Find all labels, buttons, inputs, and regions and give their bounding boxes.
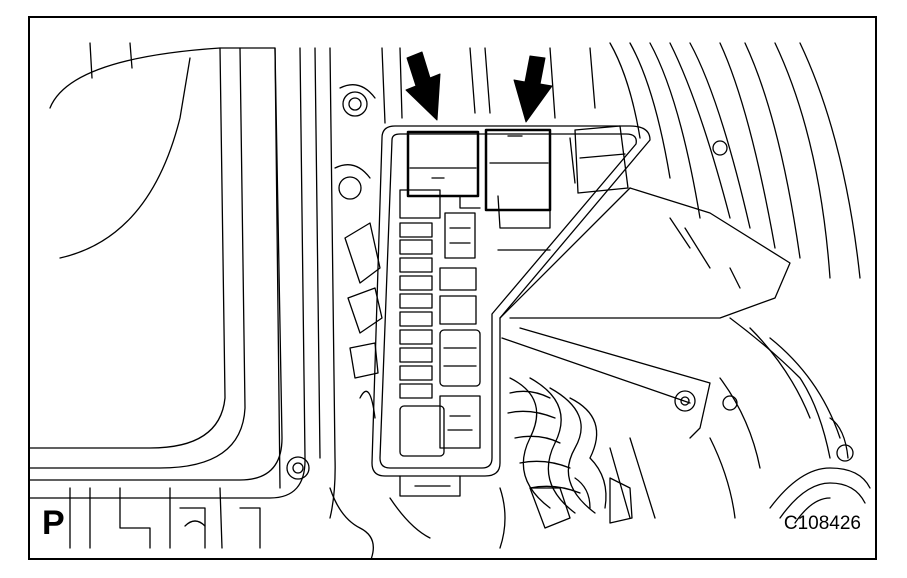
engine-bay-illustration xyxy=(30,42,871,558)
bottom-parts xyxy=(69,477,633,558)
left-body-panel xyxy=(30,42,336,519)
relay-left xyxy=(406,130,481,209)
fuse-column xyxy=(399,189,481,457)
bolt-left-upper xyxy=(339,84,376,117)
figure-code: C108426 xyxy=(783,513,861,534)
relay-right xyxy=(484,128,552,251)
right-bracket-plate xyxy=(499,187,791,439)
relay-top-right xyxy=(569,125,629,194)
arrow-right xyxy=(513,55,553,123)
bolt-left-mid xyxy=(334,164,371,200)
right-structure xyxy=(709,140,871,524)
fuse-block xyxy=(371,125,651,497)
upper-harness xyxy=(381,42,861,279)
view-letter: P xyxy=(42,504,65,542)
illustration-frame: P C108426 xyxy=(28,16,877,560)
arrow-left xyxy=(405,51,441,121)
bolt-left-lower xyxy=(286,456,310,480)
lower-harness xyxy=(507,377,656,519)
